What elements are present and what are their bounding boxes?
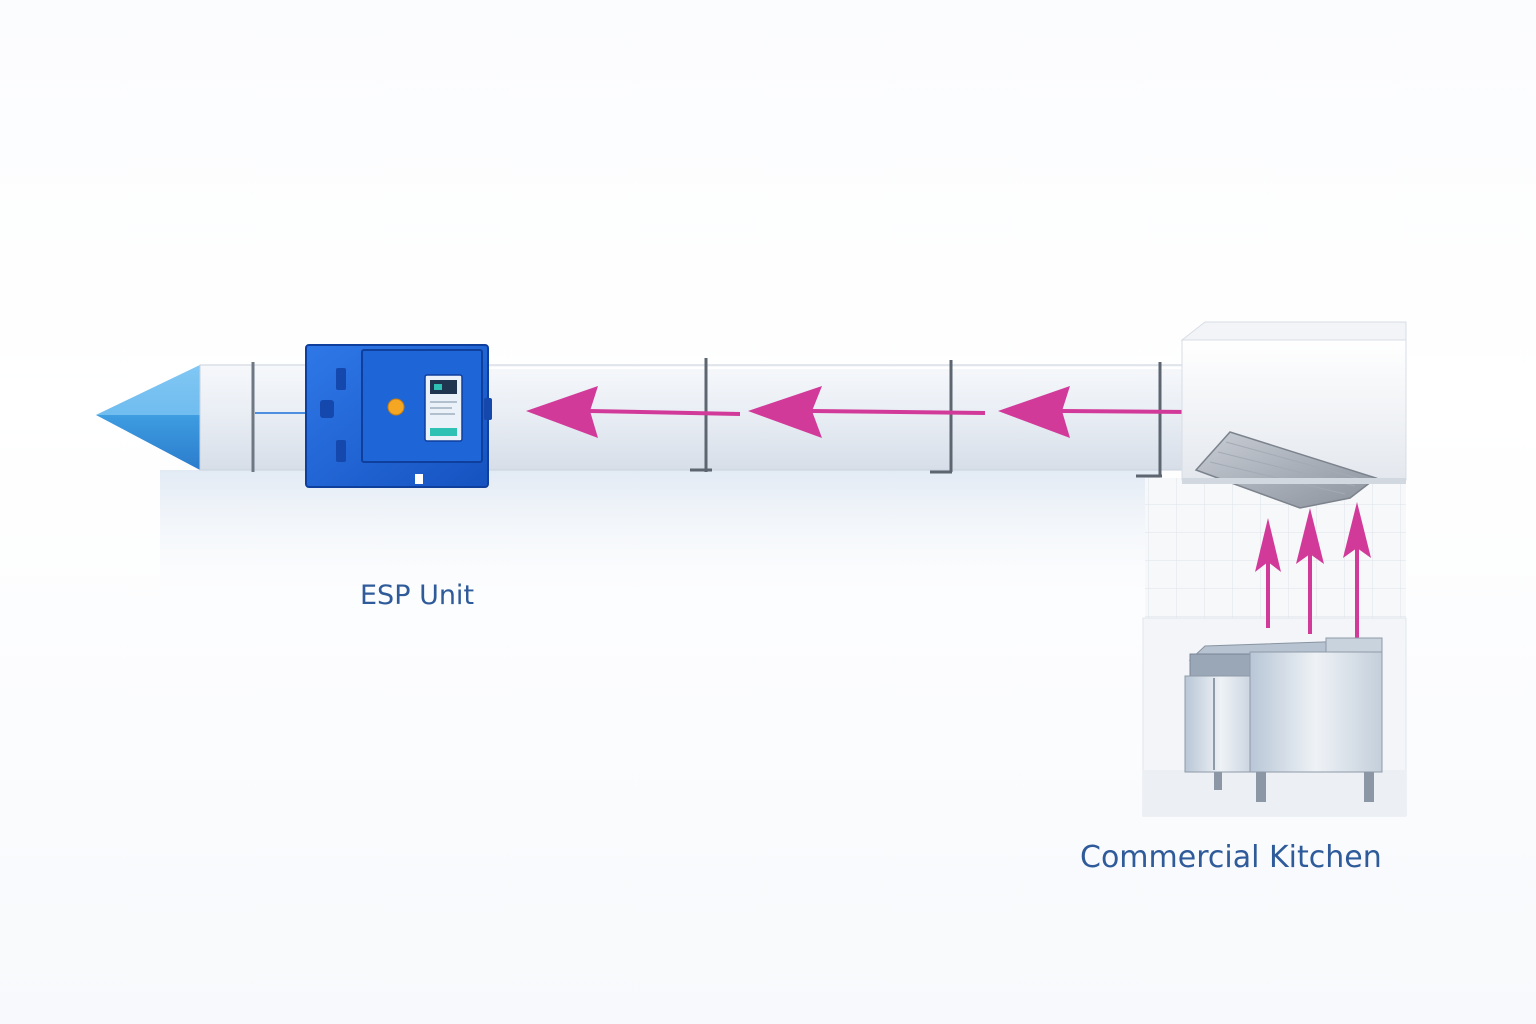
duct-hanger xyxy=(1136,362,1162,478)
airflow-arrow-icon xyxy=(1255,518,1281,628)
esp-unit-icon xyxy=(305,344,492,488)
commercial-kitchen-label: Commercial Kitchen xyxy=(1080,840,1382,875)
esp-unit-label: ESP Unit xyxy=(360,580,475,611)
duct-shadow xyxy=(160,470,1160,620)
commercial-range-icon xyxy=(1184,637,1383,802)
airflow-arrows-vertical xyxy=(1255,502,1371,638)
airflow-arrow-icon xyxy=(998,386,1191,438)
control-panel-icon xyxy=(424,374,463,442)
outlet-duct xyxy=(199,362,313,472)
airflow-arrow-icon xyxy=(1296,508,1324,634)
indicator-light-icon xyxy=(387,398,405,416)
main-duct xyxy=(487,358,1197,478)
airflow-arrow-icon xyxy=(1343,502,1371,638)
airflow-arrows-horizontal xyxy=(526,386,1191,438)
duct-hanger xyxy=(930,360,953,474)
airflow-arrow-icon xyxy=(526,386,741,438)
airflow-arrow-icon xyxy=(748,386,986,438)
kitchen-hood-icon xyxy=(1180,321,1407,509)
exhaust-cone-icon xyxy=(96,365,200,470)
